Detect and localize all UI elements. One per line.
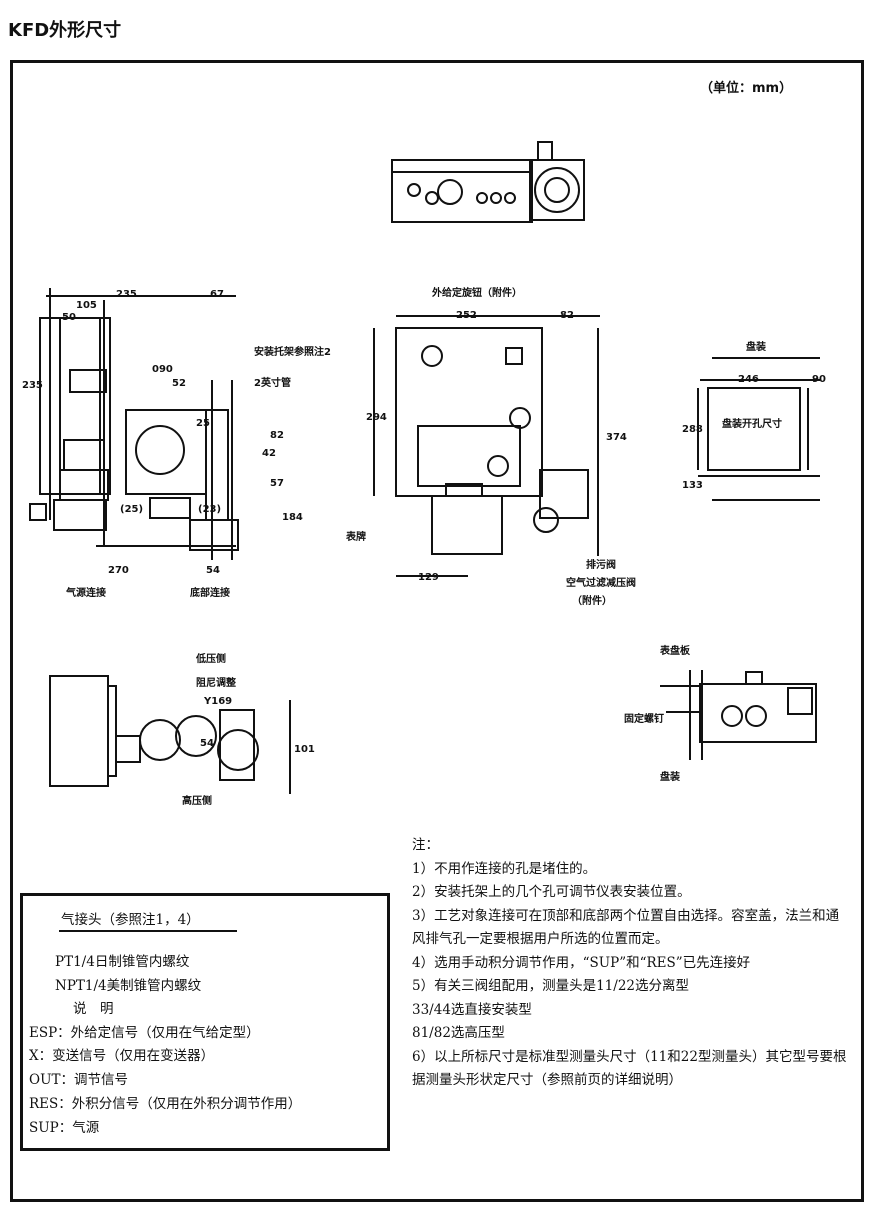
legend-line: OUT：调节信号 xyxy=(29,1072,128,1088)
bottom-connection-label: 底部连接 xyxy=(190,588,230,599)
bracket-label: 安装托架参照注2 xyxy=(254,347,331,358)
dim-cutout-90: 90 xyxy=(812,374,826,385)
dim-side-25-paren: (25) xyxy=(120,504,144,515)
dim-side-184: 184 xyxy=(282,512,303,523)
dim-front-374: 374 xyxy=(606,432,627,443)
drain-valve-label: 排污阀 xyxy=(586,560,616,571)
dim-side-23-paren: (23) xyxy=(198,504,222,515)
dim-side-105: 105 xyxy=(76,300,97,311)
legend-underline xyxy=(59,930,237,932)
legend-line: SUP：气源 xyxy=(29,1120,100,1136)
legend-line: X：变送信号（仅用在变送器） xyxy=(29,1048,215,1064)
panel-cutout-title: 盘装 xyxy=(746,342,766,353)
dim-side-50: 50 xyxy=(62,312,76,323)
dim-side-67: 67 xyxy=(210,289,224,300)
note-item: 3）工艺对象连接可在顶部和底部两个位置自由选择。容室盖，法兰和通风排气孔一定要根… xyxy=(412,907,840,948)
note-item: 4）选用手动积分调节作用，“SUP”和“RES”已先连接好 xyxy=(412,954,751,971)
notes-heading: 注： xyxy=(412,837,439,853)
note-item: 5）有关三阀组配用，测量头是11/22选分离型 xyxy=(412,978,689,994)
legend-line: RES：外积分信号（仅用在外积分调节作用） xyxy=(29,1096,302,1112)
dim-front-294: 294 xyxy=(366,412,387,423)
note-item: 2）安装托架上的几个孔可调节仪表安装位置。 xyxy=(412,884,691,900)
nameplate-label: 表牌 xyxy=(346,532,366,543)
top-view-drawing xyxy=(391,141,585,223)
y169-label: Y169 xyxy=(204,696,233,707)
dim-bottom-54: 54 xyxy=(200,738,214,749)
dim-side-235-top: 235 xyxy=(116,289,137,300)
panel-mount-title: 盘装 xyxy=(660,772,680,783)
legend-box: 气接头（参照注1，4） PT1/4日制锥管内螺纹 NPT1/4美制锥管内螺纹 说… xyxy=(20,893,390,1151)
front-view-drawing xyxy=(373,315,600,577)
drawing-frame xyxy=(10,60,864,1202)
dim-side-090: 090 xyxy=(152,364,173,375)
fixing-screw-label: 固定螺钉 xyxy=(624,714,664,725)
dim-side-42: 42 xyxy=(262,448,276,459)
note-item: 6）以上所标尺寸是标准型测量头尺寸（11和22型测量头）其它型号要根据测量头形状… xyxy=(412,1048,847,1089)
dim-side-25: 25 xyxy=(196,418,210,429)
panel-mount-drawing xyxy=(660,670,817,760)
dim-cutout-288: 288 xyxy=(682,424,703,435)
damping-label: 阻尼调整 xyxy=(196,678,236,689)
dim-side-52: 52 xyxy=(172,378,186,389)
legend-line: NPT1/4美制锥管内螺纹 xyxy=(55,978,202,994)
note-item: 1）不用作连接的孔是堵住的。 xyxy=(412,860,597,877)
dim-side-54: 54 xyxy=(206,565,220,576)
note-item: 81/82选高压型 xyxy=(412,1025,505,1041)
dim-side-270: 270 xyxy=(108,565,129,576)
low-pressure-label: 低压侧 xyxy=(196,654,226,665)
bottom-view-drawing xyxy=(49,675,291,794)
legend-line: 说 明 xyxy=(73,1001,114,1017)
panel-cutout-inner-label: 盘装开孔尺寸 xyxy=(722,419,782,430)
dim-front-82: 82 xyxy=(560,310,574,321)
dim-cutout-246: 246 xyxy=(738,374,759,385)
dim-bottom-101: 101 xyxy=(294,744,315,755)
side-view-drawing xyxy=(29,288,239,560)
notes-section: 注： 1）不用作连接的孔是堵住的。 2）安装托架上的几个孔可调节仪表安装位置。 … xyxy=(412,834,852,1093)
panel-board-label: 表盘板 xyxy=(660,646,690,657)
legend-line: ESP：外给定信号（仅用在气给定型） xyxy=(29,1025,260,1041)
accessory-label: （附件） xyxy=(572,596,612,607)
legend-line: PT1/4日制锥管内螺纹 xyxy=(55,954,190,970)
panel-cutout-drawing xyxy=(697,357,820,501)
knob-label: 外给定旋钮（附件） xyxy=(432,288,522,299)
dim-front-252: 252 xyxy=(456,310,477,321)
legend-heading: 气接头（参照注1，4） xyxy=(61,912,200,928)
dim-side-235-left: 235 xyxy=(22,380,43,391)
unit-label: （单位：mm） xyxy=(700,81,793,96)
high-pressure-label: 高压侧 xyxy=(182,796,212,807)
filter-regulator-label: 空气过滤减压阀 xyxy=(566,578,636,589)
dim-front-129: 129 xyxy=(418,572,439,583)
dim-side-57: 57 xyxy=(270,478,284,489)
air-supply-label: 气源连接 xyxy=(66,588,106,599)
note-item: 33/44选直接安装型 xyxy=(412,1001,532,1018)
dim-cutout-133: 133 xyxy=(682,480,703,491)
pipe-label: 2英寸管 xyxy=(254,378,291,389)
page-title: KFD外形尺寸 xyxy=(8,20,122,41)
dim-side-82: 82 xyxy=(270,430,284,441)
